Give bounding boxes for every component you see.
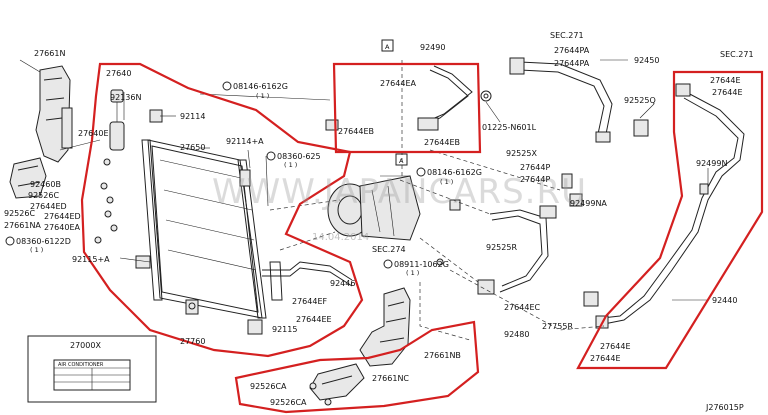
label-92490: 92490 (420, 43, 445, 52)
label-27644p-b: 27644P (520, 175, 550, 184)
label-27644eb: 27644EB (338, 127, 374, 136)
oring-01225 (480, 90, 492, 102)
label-08360-6122d-qty: ( 1 ) (30, 246, 43, 254)
highlight-outlines (80, 62, 764, 414)
label-27640ea: 27640EA (44, 223, 81, 232)
bracket-27661nc (309, 363, 365, 406)
watermark: WWW.JAPANCARS.RU (212, 172, 587, 212)
label-27644eb-2: 27644EB (424, 138, 460, 147)
label-27644e-a: 27644E (710, 76, 741, 85)
label-92440: 92440 (712, 296, 737, 305)
label-08911-1062g-qty: ( 1 ) (406, 269, 419, 277)
label-92526ca-a: 92526CA (250, 382, 287, 391)
label-27644ec: 27644EC (504, 303, 541, 312)
label-08911-1062g: 08911-1062G (394, 260, 449, 269)
highlight-condenser-group (80, 62, 364, 358)
label-92136n: 92136N (110, 93, 141, 102)
ref-box-a-2: A (395, 153, 408, 166)
label-92525x: 92525X (506, 149, 537, 158)
label-27650: 27650 (180, 143, 205, 152)
label-92115a: 92115+A (72, 255, 110, 264)
hose-92490 (325, 65, 473, 131)
fittings-middle (436, 119, 649, 307)
label-08360-6122d: 08360-6122D (16, 237, 71, 246)
label-92499n: 92499N (696, 159, 727, 168)
ref-box-a-1: A (381, 39, 394, 52)
label-92525q: 92525Q (624, 96, 656, 105)
svg-text:A: A (399, 157, 404, 165)
label-27644pa-b: 27644PA (554, 59, 590, 68)
highlight-hose-92490 (332, 62, 482, 154)
pipe-92446 (262, 261, 353, 301)
bracket-27661n (35, 65, 73, 163)
label-92526c-b: 92526C (4, 209, 35, 218)
label-plate-27000x: AIR CONDITIONER (27, 335, 157, 403)
label-27644ea: 27644EA (380, 79, 417, 88)
label-92525r: 92525R (486, 243, 517, 252)
label-27661na: 27661NA (4, 221, 41, 230)
label-27644pa-a: 27644PA (554, 46, 590, 55)
clip-92115 (247, 319, 263, 335)
mount-27760 (185, 299, 199, 315)
label-27644ef: 27644EF (292, 297, 328, 306)
label-08360-625: 08360-625 (277, 152, 321, 161)
label-92460b: 92460B (30, 180, 61, 189)
highlight-pipe-92440 (576, 70, 764, 370)
label-27000x: 27000X (70, 341, 101, 350)
label-27661nb: 27661NB (424, 351, 461, 360)
label-08146-6162g-b-qty: ( 1 ) (440, 178, 453, 186)
highlight-lower-bracket (234, 320, 480, 414)
label-92450: 92450 (634, 56, 659, 65)
label-27661n: 27661N (34, 49, 65, 58)
label-01225-n601l: 01225-N601L (482, 123, 537, 132)
label-27644ee: 27644EE (296, 315, 332, 324)
label-sec271-b: SEC.271 (720, 50, 754, 59)
label-27644e-d: 27644E (590, 354, 621, 363)
fasteners-left (94, 158, 118, 244)
reference-lines (19, 59, 709, 341)
label-sec274: SEC.274 (372, 245, 406, 254)
bracket-27661na (9, 157, 47, 199)
label-27644e-c: 27644E (600, 342, 631, 351)
pipe-92440 (595, 83, 745, 329)
condenser-27650 (141, 139, 267, 319)
watermark-date: 14.04.2014 (312, 232, 369, 243)
label-08146-6162g-b: 08146-6162G (427, 168, 482, 177)
label-27640e: 27640E (78, 129, 109, 138)
label-92446: 92446 (330, 279, 355, 288)
part-labels: 27661N 27640 92136N 27640E 92114 08146-6… (4, 31, 754, 412)
label-sec271-a: SEC.271 (550, 31, 584, 40)
label-27661nc: 27661NC (372, 374, 409, 383)
label-92480: 92480 (504, 330, 529, 339)
label-08146-6162g-a: 08146-6162G (233, 82, 288, 91)
label-27644e-b: 27644E (712, 88, 743, 97)
label-92114: 92114 (180, 112, 205, 121)
hose-92480 (477, 205, 557, 295)
label-08360-625-qty: ( 1 ) (284, 161, 297, 169)
label-27760: 27760 (180, 337, 205, 346)
label-92114a: 92114+A (226, 137, 264, 146)
hose-92450 (509, 57, 613, 143)
clips-92114 (135, 109, 251, 269)
label-27644ed-a: 27644ED (30, 202, 67, 211)
svg-text:A: A (385, 43, 390, 51)
label-92526ca-b: 92526CA (270, 398, 307, 407)
label-27644p-a: 27644P (520, 163, 550, 172)
label-92526c-a: 92526C (28, 191, 59, 200)
label-27644ed-b: 27644ED (44, 212, 81, 221)
bracket-27661nb (359, 287, 411, 367)
svg-text:AIR CONDITIONER: AIR CONDITIONER (58, 362, 104, 368)
label-08146-6162g-a-qty: ( 1 ) (256, 92, 269, 100)
receiver-drier-27640 (109, 89, 125, 151)
label-92499na: 92499NA (570, 199, 607, 208)
label-92115: 92115 (272, 325, 297, 334)
label-27640: 27640 (106, 69, 131, 78)
label-27755r: 27755R (542, 322, 573, 331)
bolt-symbols (5, 81, 426, 269)
compressor (327, 175, 421, 241)
diagram-code: J276015P (705, 403, 744, 412)
